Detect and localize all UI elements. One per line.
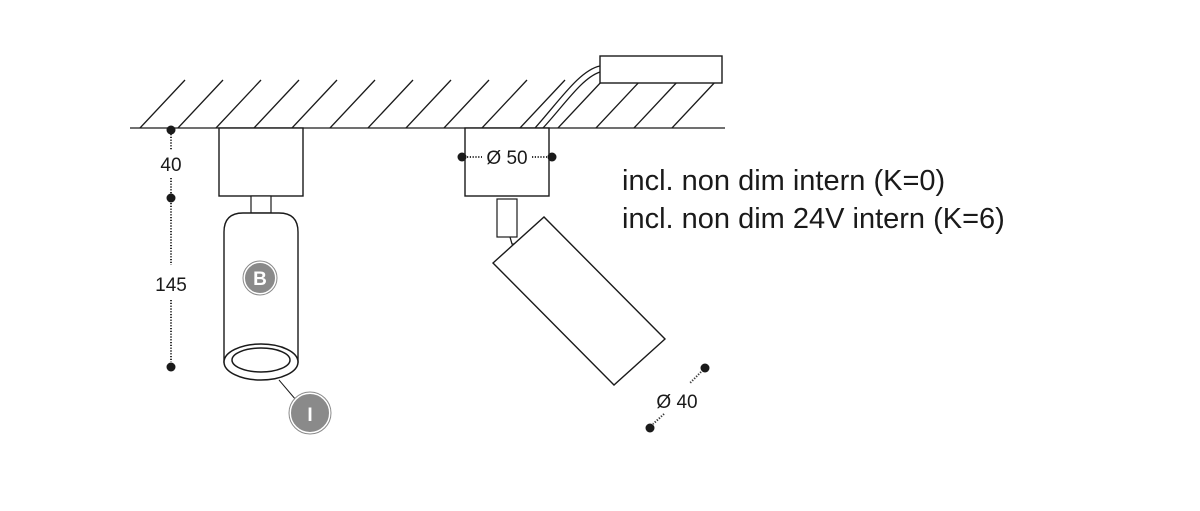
dimension-vertical: 40 145 <box>155 125 187 372</box>
dimension-point <box>547 152 557 162</box>
dimension-base-diameter: Ø 50 <box>457 148 557 169</box>
badge-b-label: B <box>253 269 267 290</box>
joint <box>250 195 272 214</box>
dimension-head-diameter: Ø 40 <box>645 363 710 433</box>
dim-body-height: 145 <box>155 275 187 296</box>
dimension-point <box>166 362 176 372</box>
lamp-body <box>491 216 667 386</box>
badge-b: B <box>242 260 278 296</box>
badge-i-label: I <box>307 405 312 426</box>
note-line-2: incl. non dim 24V intern (K=6) <box>622 203 1005 235</box>
notes: incl. non dim intern (K=0) incl. non dim… <box>622 165 1005 235</box>
driver-unit <box>534 55 723 129</box>
dimension-point <box>457 152 467 162</box>
joint <box>496 198 518 238</box>
dim-base-height: 40 <box>160 155 181 176</box>
dimension-point <box>645 423 655 433</box>
badge-i: I <box>288 391 332 435</box>
dimension-point <box>700 363 710 373</box>
ceiling-hatching <box>139 79 718 129</box>
ceiling-base <box>218 127 304 197</box>
ceiling <box>130 79 725 129</box>
dimension-point <box>166 125 176 135</box>
lamp-opening <box>231 347 291 373</box>
fixture-tilted <box>464 127 667 386</box>
dimension-point <box>166 193 176 203</box>
ceiling-base <box>464 127 550 197</box>
note-line-1: incl. non dim intern (K=0) <box>622 165 945 197</box>
dim-base-diameter: Ø 50 <box>486 148 527 169</box>
dim-head-diameter: Ø 40 <box>656 392 697 413</box>
